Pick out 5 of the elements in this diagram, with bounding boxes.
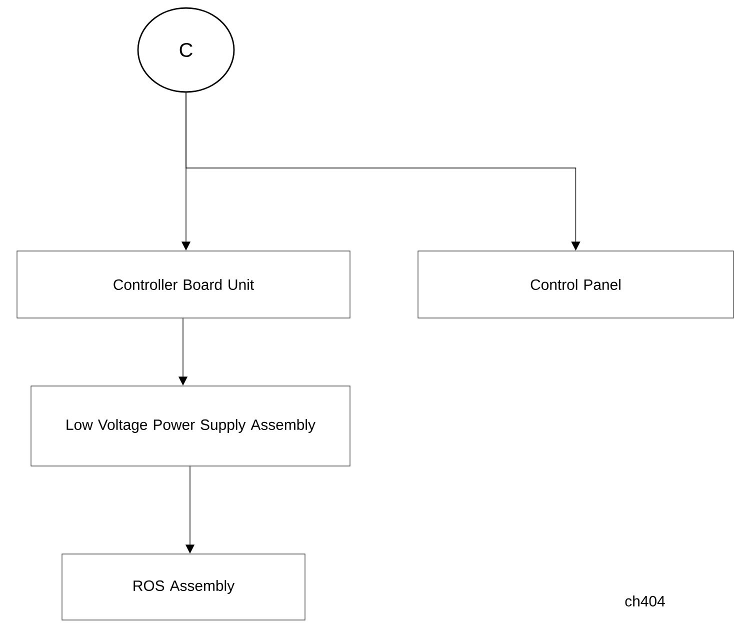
figure-code: ch404 bbox=[625, 596, 665, 606]
process-box: Control Panel bbox=[418, 250, 734, 318]
process-box: Controller Board Unit bbox=[16, 250, 350, 318]
process-box: Low Voltage Power Supply Assembly bbox=[30, 386, 350, 466]
process-box: ROS Assembly bbox=[62, 554, 306, 620]
